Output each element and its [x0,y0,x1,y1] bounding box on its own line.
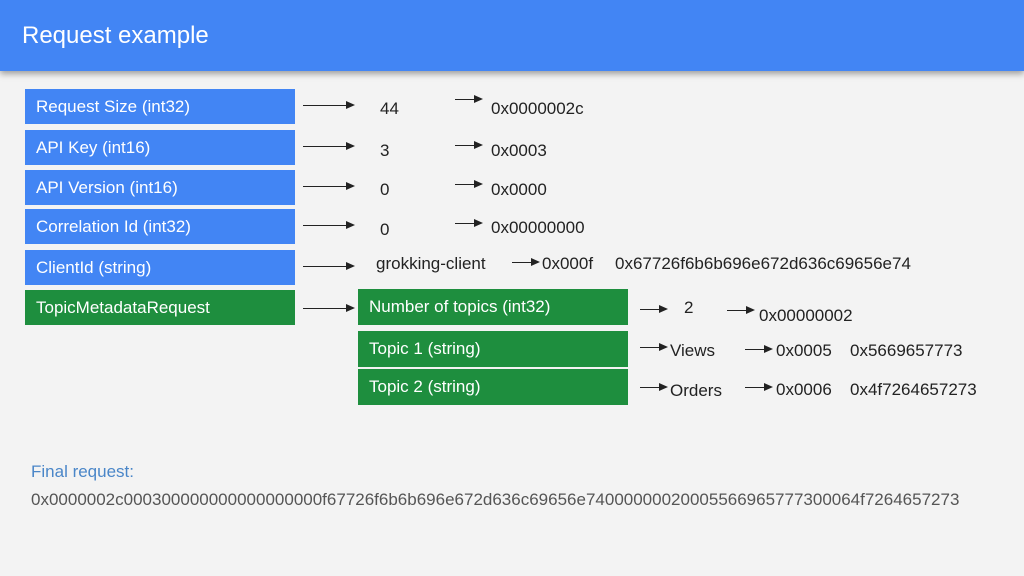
value-request-size: 44 [380,99,399,118]
arrow-api-version [303,182,355,190]
arrow-api-key [303,142,355,150]
hex-topic-count: 0x00000002 [759,306,853,325]
arrow-client-id [303,262,355,270]
arrow-hex-correlation-id [455,219,483,227]
arrow-hex-topic-1 [745,345,773,353]
arrow-request-size [303,101,355,109]
arrow-topic-request [303,304,355,312]
header-bar: Request example [0,0,1024,71]
value-correlation-id: 0 [380,220,390,239]
topic-count-box: Number of topics (int32) [358,289,628,325]
hex-topic-2-length: 0x0006 [776,380,832,399]
hex-request-size: 0x0000002c [491,99,584,118]
arrow-topic-1 [640,343,668,351]
value-client-id: grokking-client [376,254,486,273]
field-request-size: Request Size (int32) [25,89,295,124]
field-api-key: API Key (int16) [25,130,295,165]
arrow-hex-topic-2 [745,383,773,391]
topic-1-box: Topic 1 (string) [358,331,628,367]
arrow-hex-request-size [455,95,483,103]
hex-topic-2: 0x4f7264657273 [850,380,977,399]
value-topic-count: 2 [684,298,694,317]
hex-api-version: 0x0000 [491,180,547,199]
page-title: Request example [22,22,209,49]
hex-topic-1-length: 0x0005 [776,341,832,360]
hex-client-id: 0x67726f6b6b696e672d636c69656e74 [615,254,911,273]
value-api-key: 3 [380,141,390,160]
hex-correlation-id: 0x00000000 [491,218,585,237]
value-api-version: 0 [380,180,390,199]
arrow-correlation-id [303,221,355,229]
final-request-value: 0x0000002c000300000000000000000f67726f6b… [31,490,960,509]
field-api-version: API Version (int16) [25,170,295,205]
arrow-hex-topic-count [727,306,755,314]
value-topic-2: Orders [670,381,722,400]
arrow-hex-client-id [512,258,540,266]
field-correlation-id: Correlation Id (int32) [25,209,295,244]
field-client-id: ClientId (string) [25,250,295,285]
hex-client-id-length: 0x000f [542,254,594,273]
arrow-topic-2 [640,383,668,391]
topic-2-box: Topic 2 (string) [358,369,628,405]
field-topic-metadata-request: TopicMetadataRequest [25,290,295,325]
hex-topic-1: 0x5669657773 [850,341,963,360]
value-topic-1: Views [670,341,716,360]
arrow-topic-count [640,305,668,313]
final-request-label: Final request: [31,462,134,481]
hex-api-key: 0x0003 [491,141,547,160]
arrow-hex-api-version [455,180,483,188]
arrow-hex-api-key [455,141,483,149]
